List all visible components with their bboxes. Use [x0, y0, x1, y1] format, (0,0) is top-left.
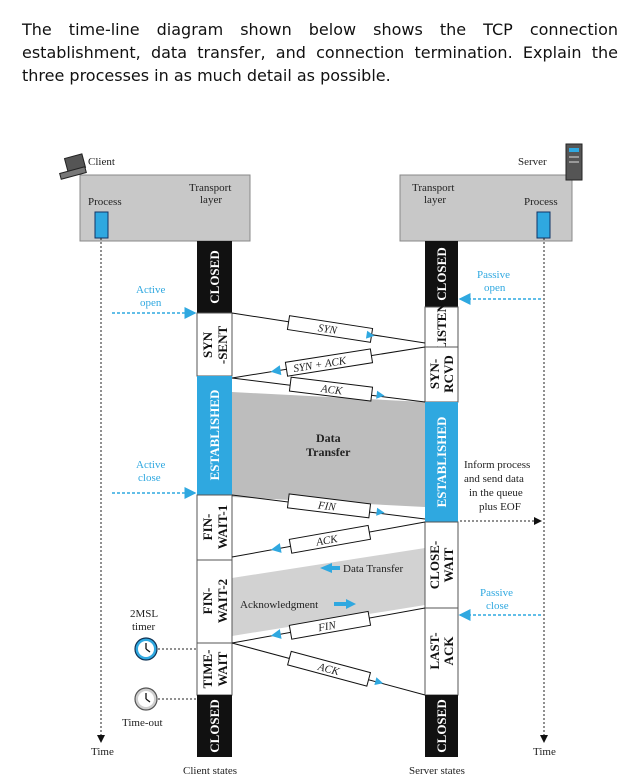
client-transport-label-2: layer [200, 194, 222, 206]
server-transport-label-2: layer [424, 194, 446, 206]
inform-label-2: and send data [464, 473, 524, 485]
client-process-label: Process [88, 196, 122, 208]
msl-label-1: 2MSL [130, 608, 158, 620]
acknowledgment-label: Acknowledgment [240, 599, 318, 611]
inform-label-3: in the queue [469, 487, 523, 499]
server-states-label: Server states [409, 765, 465, 776]
acknowledgment-arrow [334, 599, 356, 609]
passive-open-label-2: open [484, 282, 506, 294]
active-close-label-1: Active [136, 459, 165, 471]
server-state-close-wait-label-2: WAIT [441, 547, 456, 582]
ack2-label: ACK [314, 533, 339, 549]
client-state-time-wait-label-2: WAIT [215, 651, 230, 686]
client-state-closed-top [197, 241, 232, 313]
client-state-closed-top-label: CLOSED [207, 250, 222, 303]
fin1-segment [231, 493, 426, 520]
client-state-established-label: ESTABLISHED [207, 390, 222, 481]
passive-open-label-1: Passive [477, 269, 510, 281]
server-state-last-ack-label-1: LAST- [427, 632, 442, 669]
active-open-label-2: open [140, 297, 162, 309]
client-label: Client [88, 156, 115, 168]
server-state-closed-top [425, 241, 458, 307]
client-states-label: Client states [183, 765, 237, 776]
client-state-fin-wait-1-label-2: WAIT-1 [215, 505, 230, 549]
data-transfer-arrow [320, 563, 340, 573]
client-state-fin-wait-2-label-2: WAIT-2 [215, 579, 230, 623]
server-process-label: Process [524, 196, 558, 208]
client-transport-label-1: Transport [189, 182, 231, 194]
data-transfer-label-2: Transfer [306, 445, 351, 459]
server-state-last-ack [424, 607, 459, 696]
server-transport-label-1: Transport [412, 182, 454, 194]
laptop-icon [59, 153, 87, 180]
client-state-fin-wait-1 [196, 494, 233, 561]
fin2-segment [231, 607, 426, 644]
server-label: Server [518, 156, 547, 168]
client-state-closed-bottom [197, 695, 232, 757]
client-process-box [94, 211, 109, 239]
ack3-label: ACK [316, 661, 341, 679]
server-icon [565, 143, 583, 181]
client-state-syn-sent [196, 312, 233, 377]
ack2-segment [231, 521, 426, 558]
client-state-closed-bottom-label: CLOSED [207, 699, 222, 752]
client-state-syn-sent-label-2: -SENT [215, 326, 230, 365]
server-time-label: Time [533, 746, 556, 758]
data-transfer-inline-label: Data Transfer [343, 563, 404, 575]
server-state-syn-rcvd-label-2: RCVD [441, 355, 456, 393]
client-state-established [197, 376, 232, 495]
inform-label-4: plus EOF [479, 501, 521, 513]
client-state-fin-wait-2 [196, 559, 233, 644]
client-state-fin-wait-2-label-1: FIN- [200, 588, 215, 615]
server-state-close-wait [424, 521, 459, 609]
passive-close-label-2: close [486, 600, 509, 612]
active-close-label-2: close [138, 472, 161, 484]
client-state-syn-sent-label-1: SYN [200, 331, 215, 358]
ack1-label: ACK [319, 383, 343, 398]
question-text: The time-line diagram shown below shows … [22, 20, 618, 85]
passive-close-label-1: Passive [480, 587, 513, 599]
data-transfer-area [232, 392, 425, 507]
server-state-listen-label: LISTEN [434, 303, 449, 351]
server-state-closed-bottom [425, 695, 458, 757]
server-state-established-label: ESTABLISHED [434, 417, 449, 508]
fin1-label: FIN [316, 499, 337, 513]
server-state-syn-rcvd-label-1: SYN- [427, 359, 442, 389]
clock-icon [134, 637, 158, 661]
inform-label-1: Inform process [464, 459, 530, 471]
msl-label-2: timer [132, 621, 156, 633]
server-process-box [536, 211, 551, 239]
syn-ack-segment [231, 346, 426, 379]
server-state-closed-bottom-label: CLOSED [434, 699, 449, 752]
fin2-label: FIN [316, 619, 337, 634]
syn-segment [231, 312, 426, 344]
client-state-fin-wait-1-label-1: FIN- [200, 514, 215, 541]
timeout-label: Time-out [122, 717, 163, 729]
ack3-segment [231, 642, 426, 696]
client-state-time-wait [196, 642, 233, 696]
server-state-established [425, 402, 458, 522]
syn-label: SYN [317, 322, 338, 337]
client-time-label: Time [91, 746, 114, 758]
ack1-segment [231, 376, 426, 403]
half-close-transfer-area [232, 548, 425, 636]
server-state-closed-top-label: CLOSED [434, 247, 449, 300]
server-state-close-wait-label-1: CLOSE- [427, 541, 442, 589]
clock-icon [134, 687, 158, 711]
server-state-last-ack-label-2: ACK [441, 636, 456, 666]
server-state-syn-rcvd [424, 346, 459, 403]
active-open-label-1: Active [136, 284, 165, 296]
data-transfer-label-1: Data [316, 431, 341, 445]
client-state-time-wait-label-1: TIME- [200, 650, 215, 689]
